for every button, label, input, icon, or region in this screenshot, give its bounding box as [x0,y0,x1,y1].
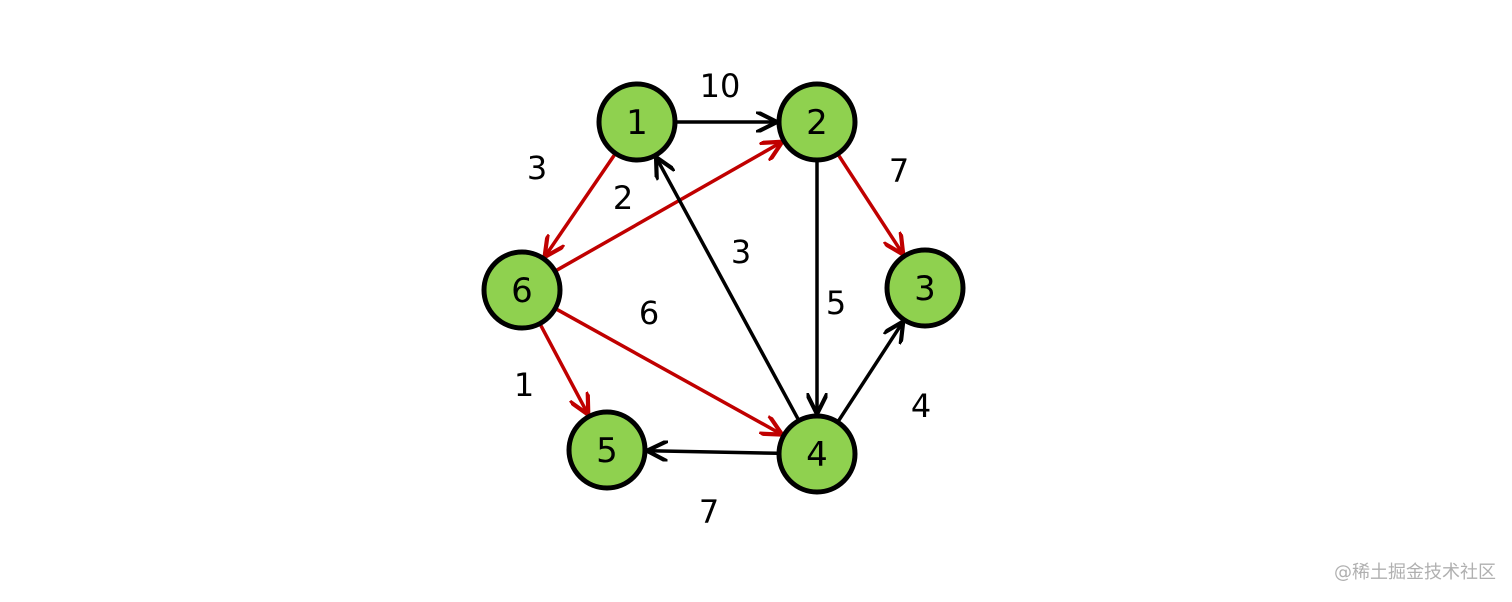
node-label-4: 4 [806,435,828,475]
node-circle-2 [776,81,858,163]
edge-weight-4-to-1: 3 [731,233,751,271]
watermark: @稀土掘金技术社区 [1334,562,1496,583]
node-label-1: 1 [626,103,648,143]
node-4: 4 [776,413,858,495]
node-1: 1 [596,81,678,163]
edge-4-to-3 [837,323,902,422]
edge-weight-2-to-4: 5 [826,284,846,322]
node-circle-3 [884,247,966,329]
node-label-5: 5 [596,431,618,471]
edge-4-to-1 [657,159,800,420]
nodes-layer: 1 2 3 4 5 6 [481,81,966,495]
node-3: 3 [884,247,966,329]
edge-weight-6-to-5: 1 [514,366,534,404]
node-label-3: 3 [914,269,936,309]
node-5: 5 [566,409,648,491]
edge-1-to-6 [546,154,616,255]
edge-6-to-2 [555,143,781,272]
node-circle-5 [566,409,648,491]
edge-weight-6-to-2: 2 [613,179,633,217]
node-2: 2 [776,81,858,163]
edge-6-to-5 [539,324,588,413]
edges-layer [539,122,902,453]
node-label-6: 6 [511,271,533,311]
edge-weight-1-to-2: 10 [700,67,741,105]
node-circle-4 [776,413,858,495]
edge-4-to-5 [649,451,778,453]
edge-weight-4-to-5: 7 [699,493,719,531]
node-6: 6 [481,249,563,331]
node-circle-1 [596,81,678,163]
edge-weight-2-to-3: 7 [889,152,909,190]
node-label-2: 2 [806,103,828,143]
edge-6-to-4 [556,307,780,433]
edge-weight-1-to-6: 3 [527,149,547,187]
edge-weight-6-to-4: 6 [639,294,659,332]
node-circle-6 [481,249,563,331]
edge-weights-layer: 10 3 2 7 3 5 6 1 4 7 [514,67,931,531]
edge-weight-4-to-3: 4 [911,387,931,425]
edge-2-to-3 [837,154,902,253]
